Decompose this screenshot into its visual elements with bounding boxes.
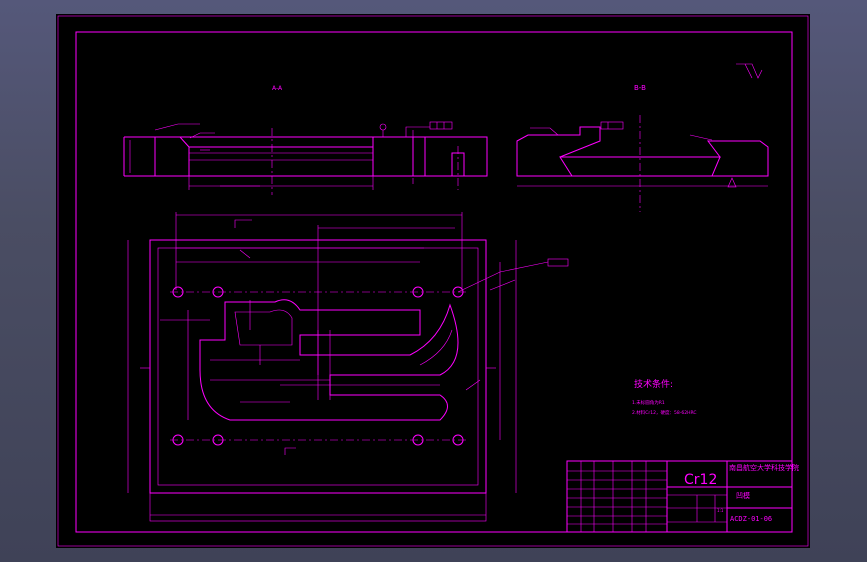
sheet-trim-border xyxy=(57,15,809,547)
scale-text: 1:1 xyxy=(717,508,724,513)
drawing-number-text: ACDZ-01-06 xyxy=(730,515,772,523)
section-a-a-label: A-A xyxy=(272,85,283,92)
school-name-line: 南昌航空大学科技学院 xyxy=(729,463,799,472)
tech-req-title: 技术条件: xyxy=(634,378,673,390)
tech-req-item-1: 1.未标圆角为R1 xyxy=(632,399,665,406)
tech-requirements: 技术条件: 1.未标圆角为R1 2.材料Cr12，硬度：58-62HRC xyxy=(632,378,697,416)
title-block: Cr12 南昌航空大学科技学院 凹模 ACDZ-01-06 1:1 xyxy=(566,460,799,533)
material-text: Cr12 xyxy=(684,472,717,488)
section-a-a-view: A-A xyxy=(123,85,488,195)
section-b-b-view: B-B xyxy=(516,63,769,212)
drawing-frame-border xyxy=(75,31,793,533)
section-b-b-label: B-B xyxy=(634,84,646,92)
plan-view xyxy=(127,212,569,522)
part-name-text: 凹模 xyxy=(736,491,750,500)
tech-req-item-2: 2.材料Cr12，硬度：58-62HRC xyxy=(632,409,697,416)
drawing-sheet xyxy=(56,14,810,548)
